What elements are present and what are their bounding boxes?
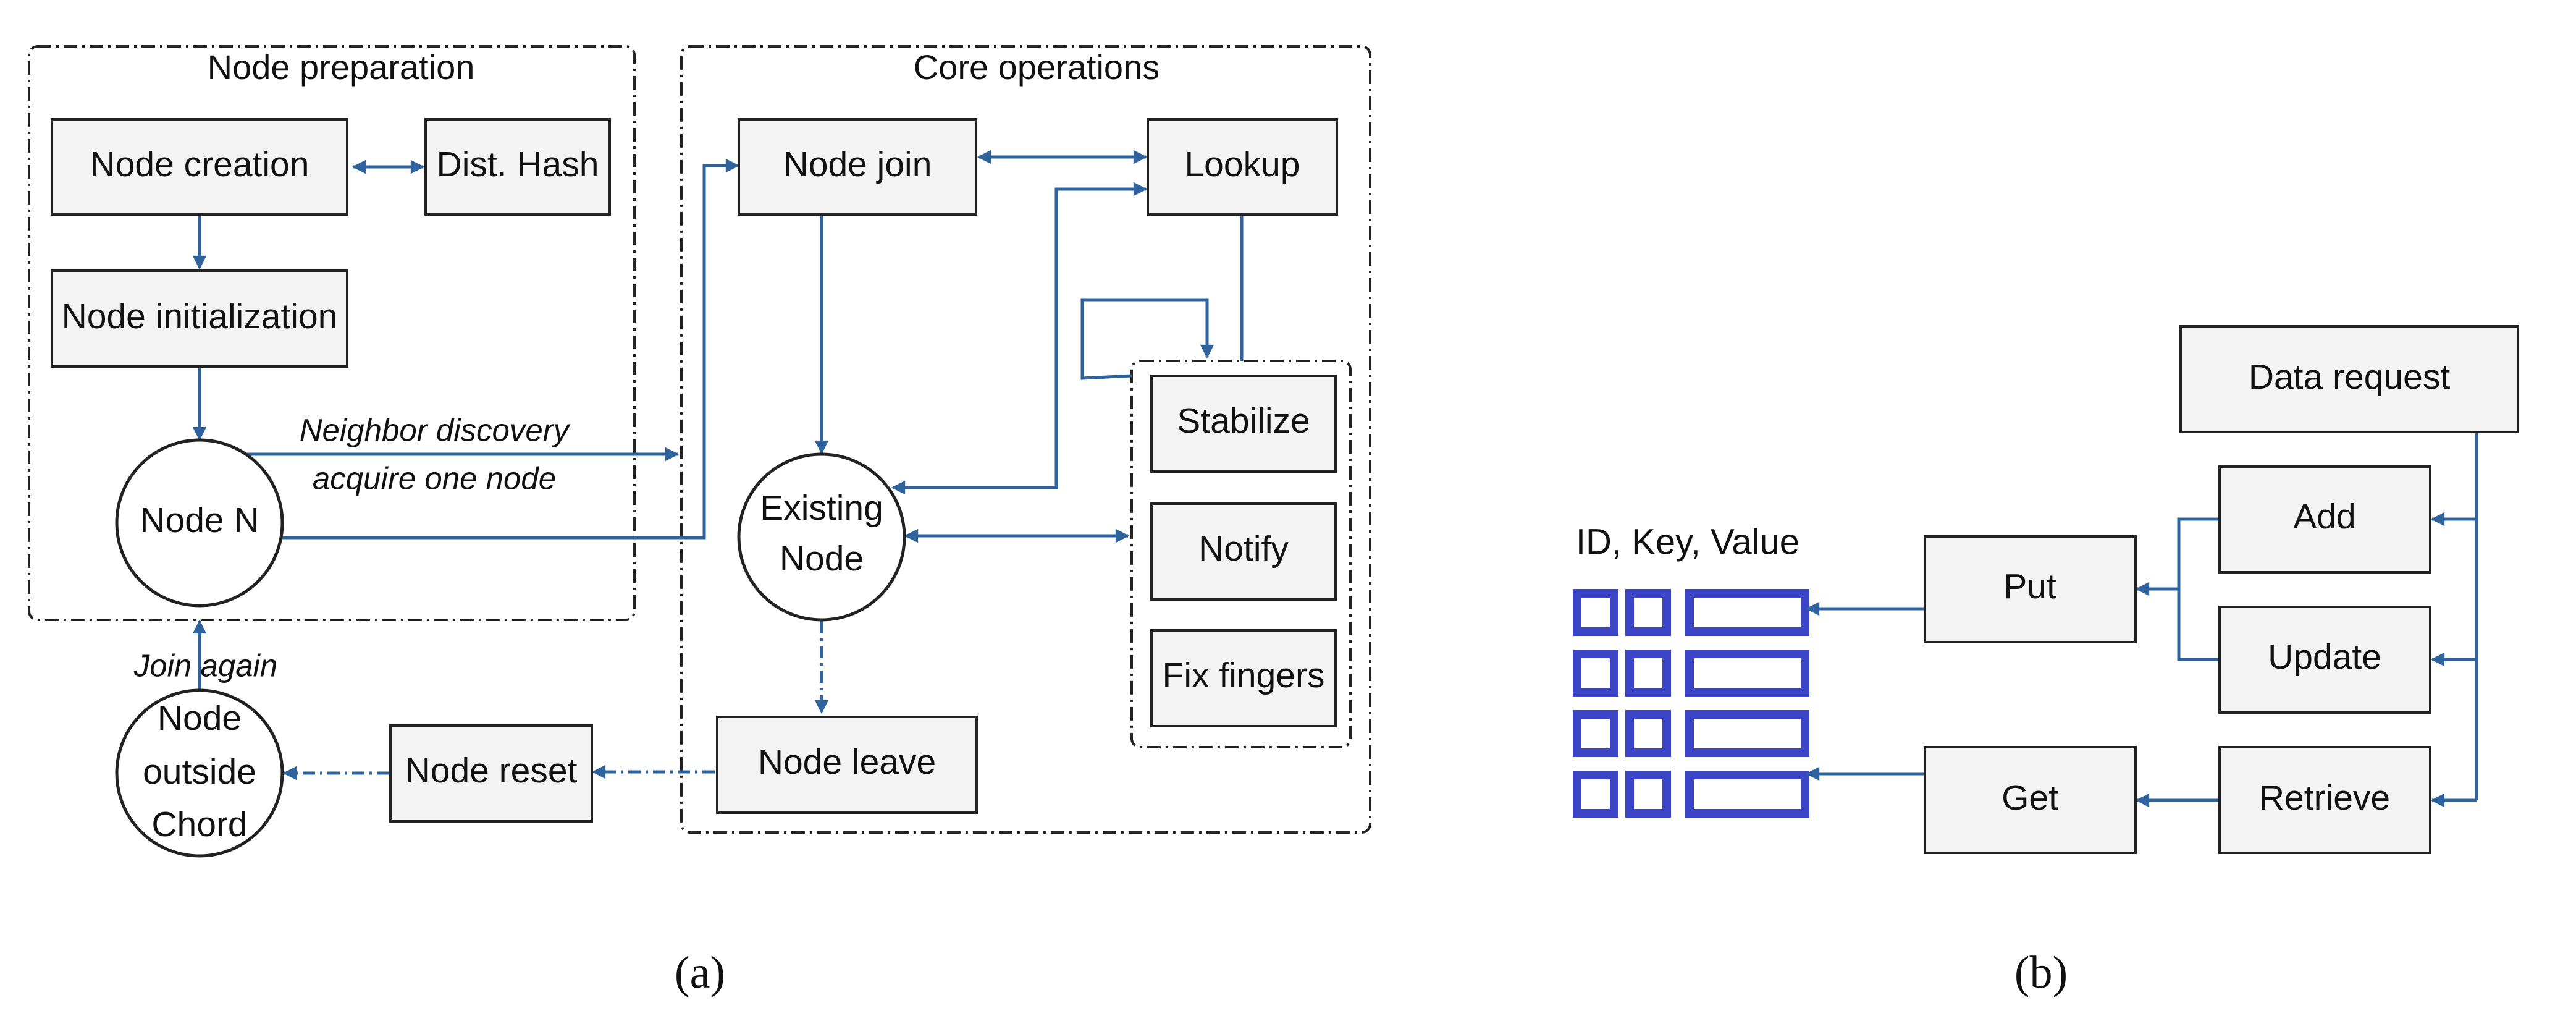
table-label: ID, Key, Value xyxy=(1576,522,1799,562)
node-initialization-label: Node initialization xyxy=(62,297,338,336)
table-icon xyxy=(1573,589,1809,818)
edge-noden-join xyxy=(269,158,740,540)
lookup-box xyxy=(1147,118,1338,216)
edge-maintenance-loop xyxy=(1080,298,1214,380)
get-box xyxy=(1924,746,2137,854)
fix-fingers-box xyxy=(1150,629,1337,727)
core-operations-title: Core operations xyxy=(914,48,1160,87)
node-join-label: Node join xyxy=(783,145,932,184)
node-leave-label: Node leave xyxy=(758,742,936,782)
put-label: Put xyxy=(2003,567,2056,606)
existing-node-label-line1: Existing xyxy=(760,488,883,528)
table-cell-r4-c1 xyxy=(1573,771,1618,818)
node-reset-label: Node reset xyxy=(405,751,578,790)
table-cell-r3-c1 xyxy=(1573,710,1618,757)
table-cell-r1-c2 xyxy=(1625,589,1671,636)
node-creation-label: Node creation xyxy=(90,145,309,184)
node-outside-chord-circle xyxy=(115,688,284,858)
node-n-circle xyxy=(115,438,284,608)
retrieve-label: Retrieve xyxy=(2259,778,2390,818)
notify-label: Notify xyxy=(1198,529,1289,569)
node-preparation-group xyxy=(28,45,636,621)
table-cell-r2-c1 xyxy=(1573,650,1618,697)
table-cell-r1-c3 xyxy=(1685,589,1809,636)
data-request-box xyxy=(2179,325,2519,433)
table-cell-r4-c3 xyxy=(1685,771,1809,818)
notify-box xyxy=(1150,502,1337,601)
table-cell-r3-c3 xyxy=(1685,710,1809,757)
edge-lookup-existing xyxy=(891,182,1148,495)
table-cell-r2-c2 xyxy=(1625,650,1671,697)
node-reset-box xyxy=(389,724,593,823)
stabilize-box xyxy=(1150,375,1337,473)
panel-b: ID, Key, Value Data request Add Update R… xyxy=(1573,325,2519,998)
neighbor-discovery-label: Neighbor discovery xyxy=(300,412,571,447)
retrieve-box xyxy=(2218,746,2431,854)
dist-hash-label: Dist. Hash xyxy=(437,145,599,184)
stabilize-label: Stabilize xyxy=(1177,401,1310,441)
node-preparation-title: Node preparation xyxy=(208,48,475,87)
panel-a-edges xyxy=(192,150,1244,781)
node-leave-box xyxy=(716,716,978,814)
node-outside-label-line1: Node xyxy=(158,698,242,738)
core-operations-group xyxy=(680,45,1371,834)
dist-hash-box xyxy=(424,118,611,216)
put-box xyxy=(1924,535,2137,643)
existing-node-label-line2: Node xyxy=(780,539,864,578)
update-box xyxy=(2218,606,2431,714)
node-initialization-box xyxy=(51,269,348,368)
panel-b-edges xyxy=(1805,433,2478,808)
join-again-label: Join again xyxy=(133,648,278,683)
node-creation-box xyxy=(51,118,348,216)
node-n-label: Node N xyxy=(140,501,259,540)
table-cell-r4-c2 xyxy=(1625,771,1671,818)
maintenance-group xyxy=(1130,360,1352,748)
table-cell-r3-c2 xyxy=(1625,710,1671,757)
node-outside-label-line3: Chord xyxy=(151,805,247,844)
node-outside-label-line2: outside xyxy=(143,752,256,792)
table-cell-r1-c1 xyxy=(1573,589,1618,636)
add-box xyxy=(2218,465,2431,574)
update-label: Update xyxy=(2268,637,2381,677)
panel-a-caption: (a) xyxy=(675,947,725,998)
edge-add-update-put xyxy=(2177,517,2218,661)
existing-node-circle xyxy=(737,452,906,622)
panel-a: Node preparation Core operations xyxy=(28,45,1371,998)
panel-b-caption: (b) xyxy=(2014,947,2068,998)
add-label: Add xyxy=(2293,497,2355,536)
lookup-label: Lookup xyxy=(1184,145,1300,184)
node-join-box xyxy=(738,118,977,216)
acquire-one-node-label: acquire one node xyxy=(313,460,556,496)
table-cell-r2-c3 xyxy=(1685,650,1809,697)
data-request-label: Data request xyxy=(2249,357,2451,397)
fix-fingers-label: Fix fingers xyxy=(1163,656,1325,695)
get-label: Get xyxy=(2001,778,2058,818)
